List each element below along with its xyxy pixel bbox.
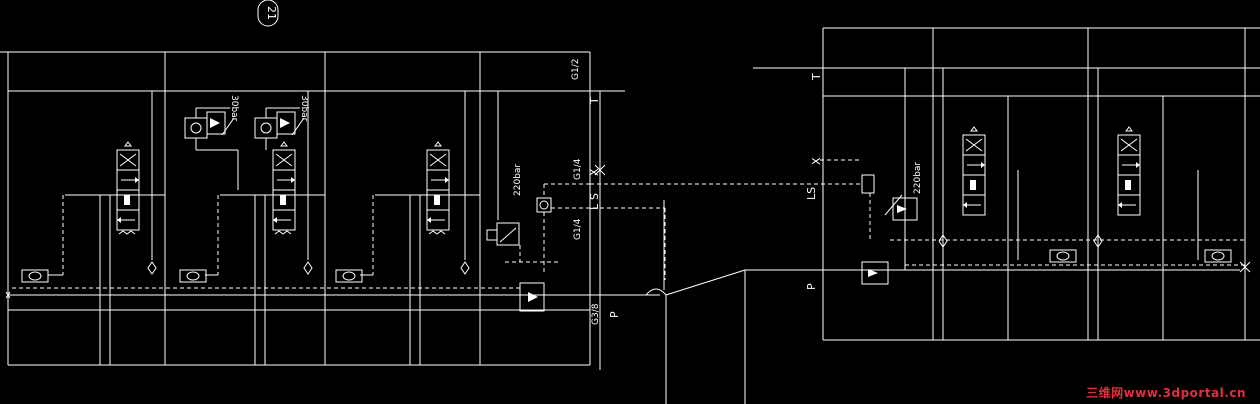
pressure-label-relief3: 220bar <box>513 164 523 196</box>
port-label-t-right: T <box>810 73 823 81</box>
callout-number: 21 <box>265 6 278 20</box>
watermark: 三维网www.3dportal.cn <box>1086 386 1246 400</box>
port-label-x-right: X <box>810 157 823 165</box>
port-labels: G1/2 T G1/4 X S L G1/4 G3/8 P T X LS P <box>571 59 823 325</box>
port-label-l-left: L <box>588 203 601 210</box>
port-label-g14-top: G1/4 <box>573 158 583 180</box>
port-label-t-left: T <box>588 97 601 105</box>
pressure-label-relief2: 30bar <box>299 95 309 122</box>
crossover-pipe <box>590 159 1240 404</box>
spool-valve-2 <box>272 141 296 235</box>
port-label-g12: G1/2 <box>571 59 581 80</box>
port-label-x-left: X <box>588 168 601 176</box>
relief-valve-1 <box>184 107 239 190</box>
pressure-labels: 30bar 30bar 220bar 220bar <box>229 95 923 196</box>
spool-valve-5 <box>1117 126 1141 216</box>
left-valve-block <box>0 51 660 366</box>
spool-valve-4 <box>962 126 986 216</box>
port-label-g14-bottom: G1/4 <box>573 218 583 240</box>
spool-valve-1 <box>116 141 140 235</box>
port-label-g38: G3/8 <box>591 303 601 325</box>
check-valve-row-left <box>21 261 470 283</box>
ls-compensator-left <box>486 183 666 312</box>
callout-balloon: 21 <box>257 0 279 27</box>
port-label-s-left: S <box>588 193 601 200</box>
right-valve-block <box>753 27 1260 341</box>
port-label-p-left: P <box>608 311 621 318</box>
port-label-ls-right: LS <box>805 187 818 200</box>
port-label-p-right: P <box>805 283 818 290</box>
spool-valve-3 <box>426 141 450 235</box>
relief-valve-2 <box>254 107 305 150</box>
pressure-label-relief4: 220bar <box>913 162 923 194</box>
ls-compensator-right <box>861 174 1232 285</box>
pressure-label-relief1: 30bar <box>229 95 239 122</box>
